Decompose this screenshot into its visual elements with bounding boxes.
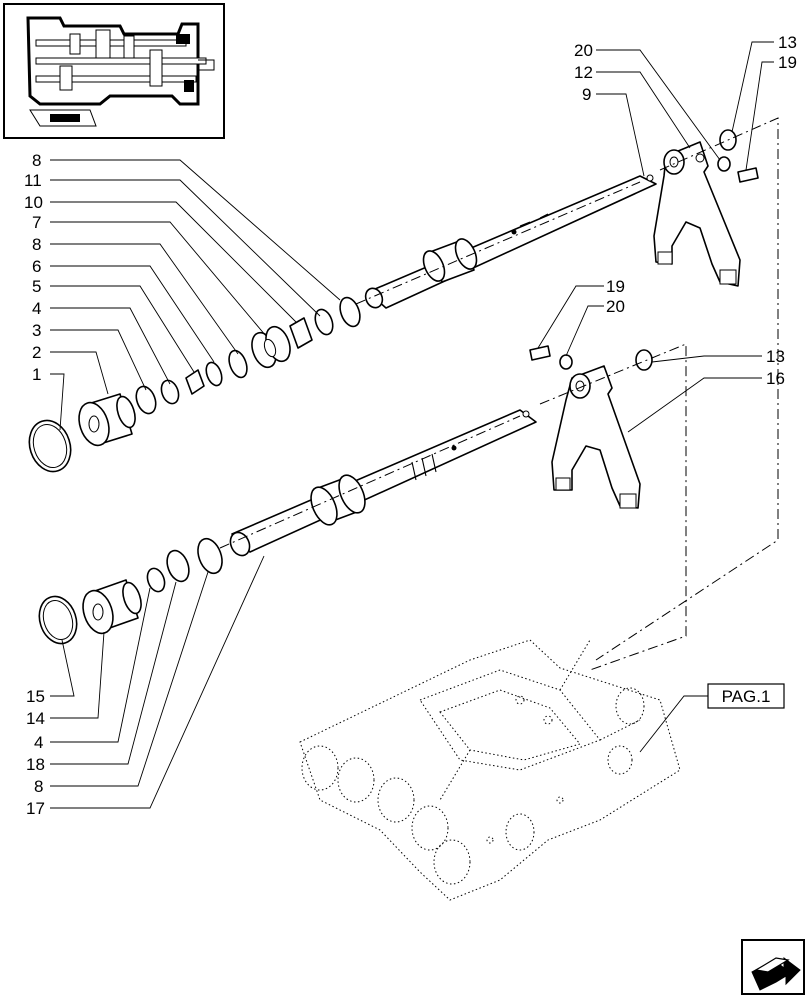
leader-lines — [50, 41, 774, 809]
callout-8: 8 — [32, 151, 41, 170]
callout-17: 17 — [26, 799, 45, 818]
callout-10: 10 — [24, 193, 43, 212]
callout-1: 1 — [32, 365, 41, 384]
callout-19: 19 — [778, 53, 797, 72]
assembly-centerlines — [219, 117, 779, 671]
lower-piston — [82, 579, 142, 635]
callout-4: 4 — [34, 733, 43, 752]
callout-13: 13 — [766, 347, 785, 366]
callout-4: 4 — [32, 299, 41, 318]
callout-3: 3 — [32, 321, 41, 340]
upper-piston — [78, 393, 136, 447]
next-page-arrow-icon[interactable] — [741, 939, 805, 995]
lower-small-parts — [529, 345, 653, 371]
lower-selector-rod — [229, 409, 537, 557]
upper-circlip — [28, 419, 72, 473]
transmission-overview-thumbnail[interactable] — [3, 3, 225, 139]
upper-ring-stack — [135, 296, 361, 415]
callout-8: 8 — [32, 235, 41, 254]
upper-small-parts — [717, 129, 759, 183]
callout-labels: 8 11 10 7 8 6 5 4 3 2 1 20 12 9 13 19 19… — [24, 33, 797, 818]
callout-20: 20 — [606, 297, 625, 316]
callout-6: 6 — [32, 257, 41, 276]
callout-11: 11 — [24, 171, 42, 190]
lower-ring-stack — [146, 537, 223, 593]
callout-20: 20 — [574, 41, 593, 60]
page-reference-box[interactable]: PAG.1 — [707, 683, 785, 709]
callout-9: 9 — [582, 85, 591, 104]
callout-2: 2 — [32, 343, 41, 362]
callout-12: 12 — [574, 63, 593, 82]
callout-13: 13 — [778, 33, 797, 52]
callout-19: 19 — [606, 277, 625, 296]
callout-18: 18 — [26, 755, 45, 774]
callout-15: 15 — [26, 687, 45, 706]
page-reference-label: PAG.1 — [722, 687, 771, 706]
upper-selector-rod — [364, 174, 657, 309]
upper-shift-fork — [653, 141, 741, 287]
callout-8: 8 — [34, 777, 43, 796]
callout-5: 5 — [32, 277, 41, 296]
lower-shift-fork — [551, 365, 641, 509]
callout-16: 16 — [766, 369, 785, 388]
lower-circlip — [38, 595, 78, 645]
callout-7: 7 — [32, 213, 41, 232]
callout-14: 14 — [26, 709, 45, 728]
transmission-housing — [299, 639, 681, 901]
